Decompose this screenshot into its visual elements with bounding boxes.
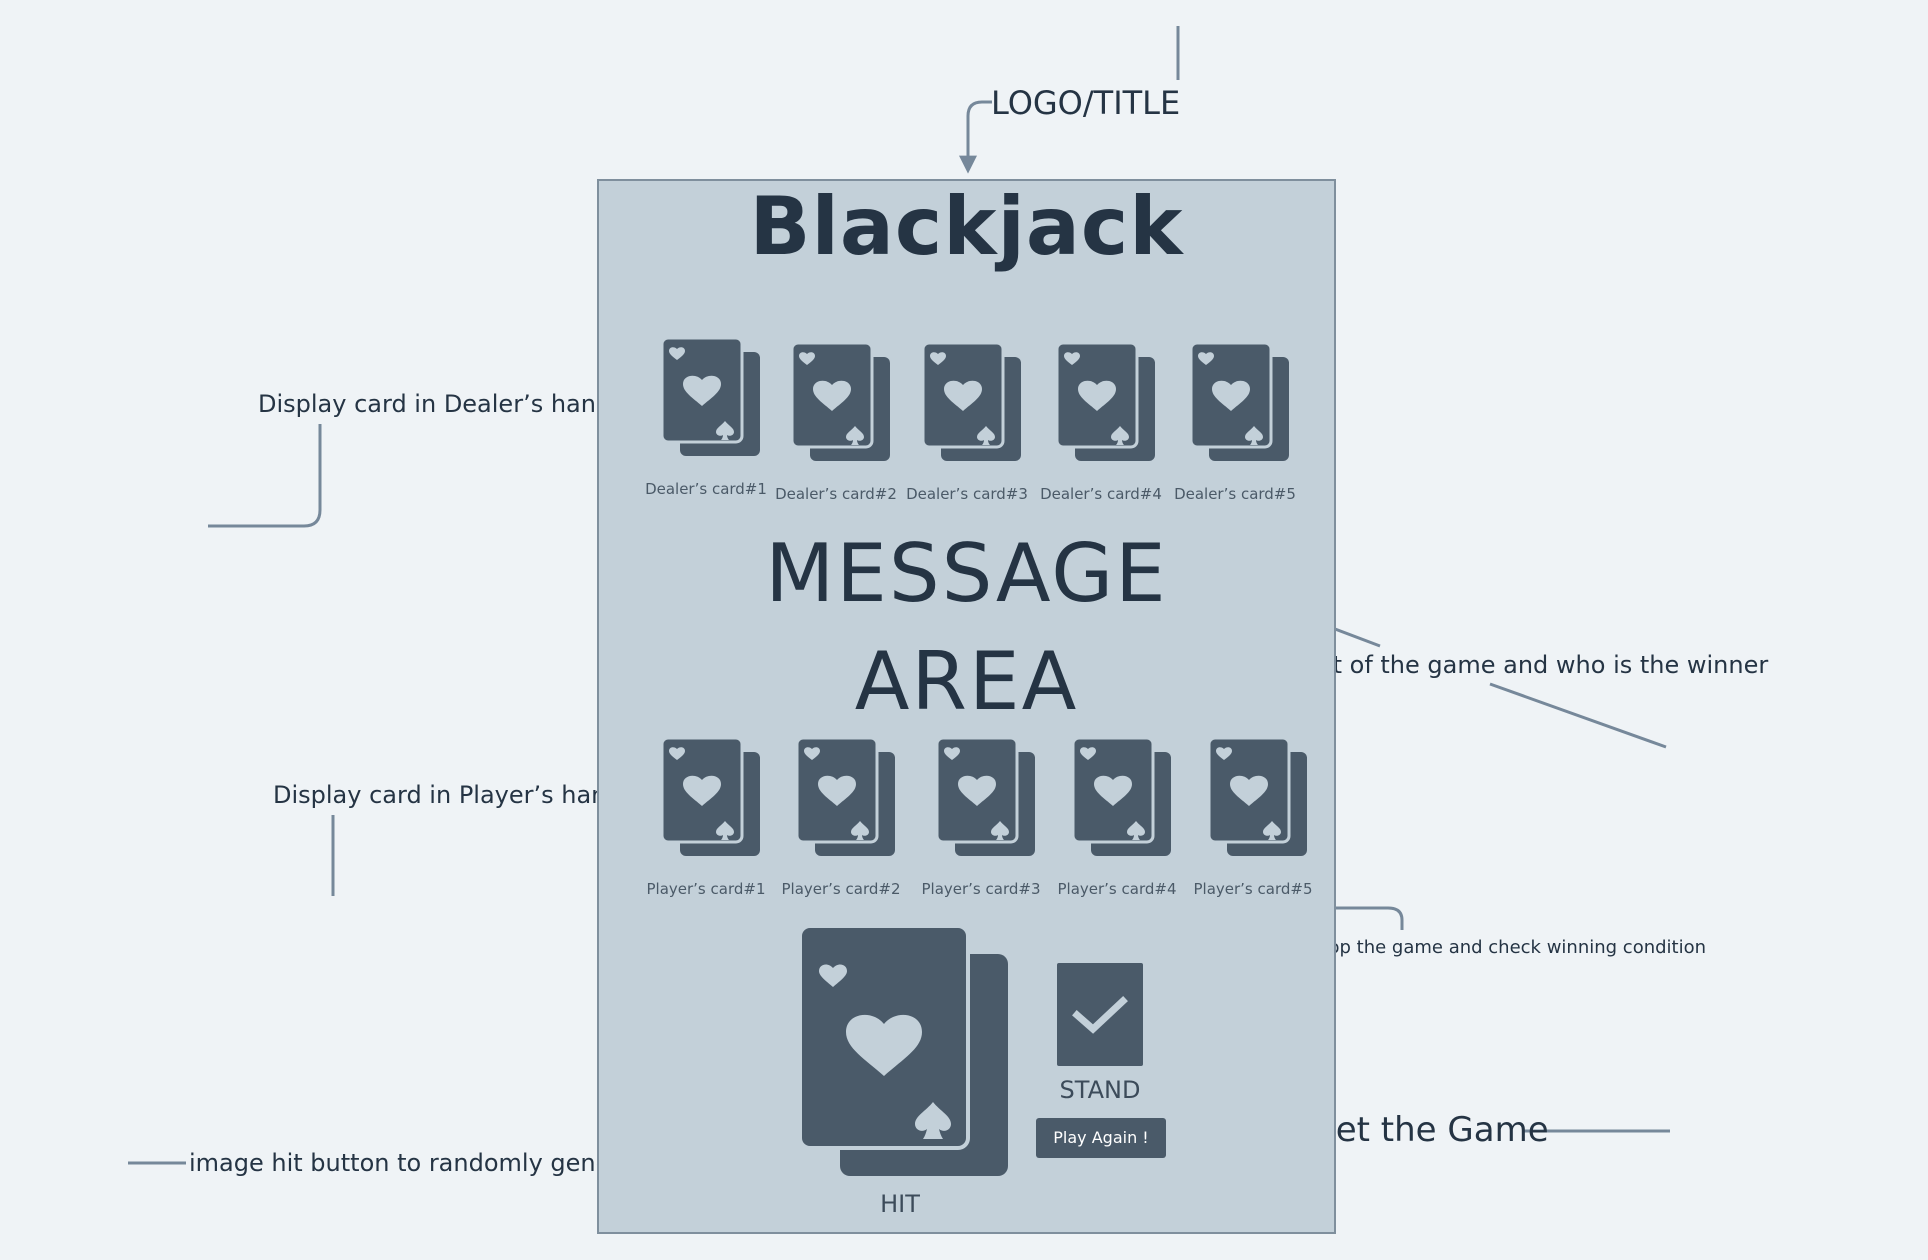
dealer-connector bbox=[208, 424, 322, 528]
player-card-icon-2 bbox=[797, 738, 895, 856]
player-card-label-4: Player’s card#4 bbox=[1057, 880, 1177, 898]
player-card-icon-1 bbox=[662, 738, 760, 856]
message-line-2: AREA bbox=[854, 635, 1079, 728]
message-connector bbox=[1489, 682, 1667, 749]
message-line-1: MESSAGE bbox=[765, 527, 1168, 620]
dealer-card-label-1: Dealer’s card#1 bbox=[645, 480, 767, 498]
hit-card-icon bbox=[800, 926, 1008, 1176]
logo-title-note: LOGO/TITLE bbox=[991, 84, 1181, 122]
dealer-hand-note: Display card in Dealer’s hand bbox=[258, 390, 612, 418]
stand-label: STAND bbox=[1059, 1076, 1141, 1104]
title-arrow bbox=[959, 100, 992, 174]
hit-label: HIT bbox=[880, 1190, 920, 1218]
player-card-icon-5 bbox=[1209, 738, 1307, 856]
dealer-card-label-3: Dealer’s card#3 bbox=[906, 485, 1028, 503]
checkmark-icon bbox=[1072, 996, 1128, 1034]
player-card-icon-4 bbox=[1073, 738, 1171, 856]
play-again-button[interactable]: Play Again ! bbox=[1036, 1118, 1166, 1158]
player-card-icon-3 bbox=[937, 738, 1035, 856]
dealer-card-label-2: Dealer’s card#2 bbox=[775, 485, 897, 503]
dealer-card-icon-2 bbox=[792, 343, 890, 461]
dealer-card-label-4: Dealer’s card#4 bbox=[1040, 485, 1162, 503]
stand-note: Stop the game and check winning conditio… bbox=[1310, 937, 1707, 958]
game-title: Blackjack bbox=[749, 180, 1184, 273]
stand-button[interactable] bbox=[1057, 963, 1143, 1066]
dealer-card-icon-3 bbox=[923, 343, 1021, 461]
player-card-label-2: Player’s card#2 bbox=[781, 880, 901, 898]
dealer-card-label-5: Dealer’s card#5 bbox=[1174, 485, 1296, 503]
dealer-card-icon-1 bbox=[662, 338, 760, 456]
player-card-label-5: Player’s card#5 bbox=[1193, 880, 1313, 898]
player-card-label-1: Player’s card#1 bbox=[646, 880, 766, 898]
dealer-card-icon-4 bbox=[1057, 343, 1155, 461]
player-hand-note: Display card in Player’s hand bbox=[273, 781, 622, 809]
player-card-label-3: Player’s card#3 bbox=[921, 880, 1041, 898]
hit-button[interactable] bbox=[800, 926, 1010, 1176]
message-area: MESSAGE AREA bbox=[597, 520, 1336, 736]
dealer-card-icon-5 bbox=[1191, 343, 1289, 461]
